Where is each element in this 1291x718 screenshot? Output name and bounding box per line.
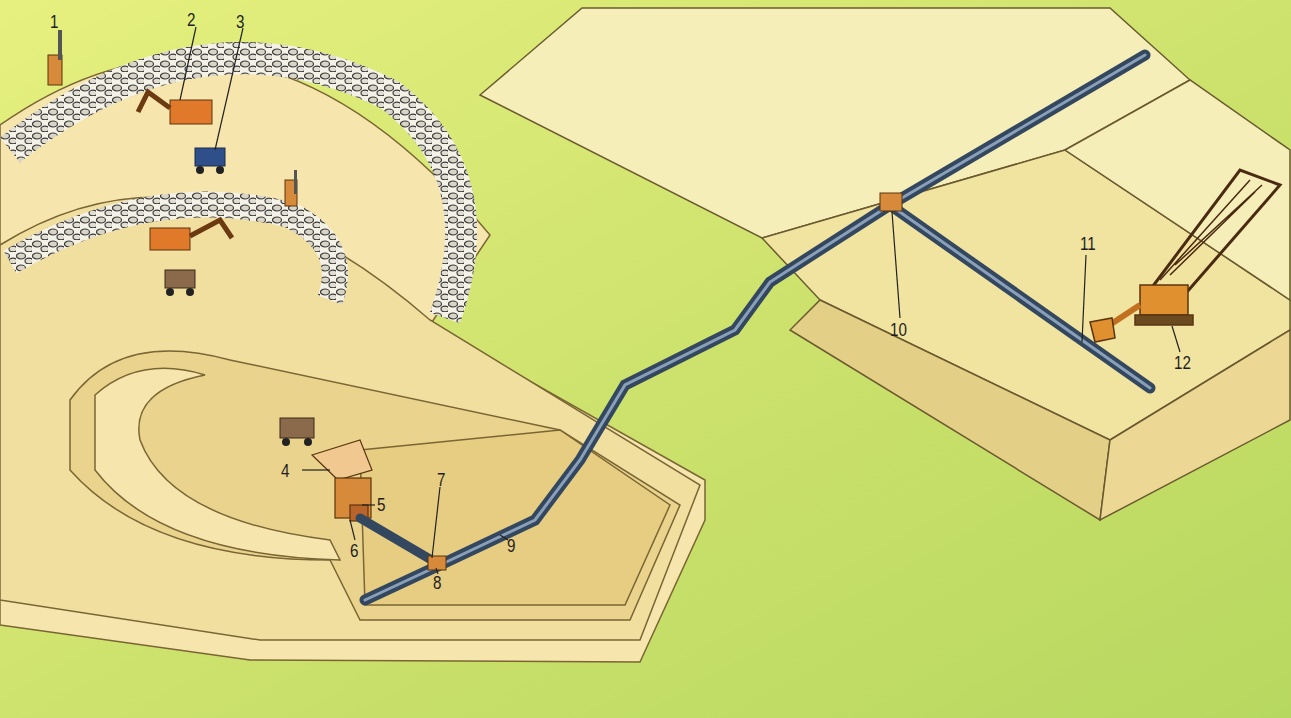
rock-bench xyxy=(10,58,461,318)
leader-line xyxy=(180,27,1180,574)
callout-number: 1 xyxy=(50,12,58,31)
callout-number: 6 xyxy=(350,541,358,560)
dragline xyxy=(1090,170,1280,342)
callout-number: 2 xyxy=(187,10,195,29)
crusher-hopper xyxy=(312,440,372,521)
callout-number: 3 xyxy=(236,12,244,31)
callout-number: 7 xyxy=(437,470,445,489)
callout-number: 9 xyxy=(507,536,515,555)
transfer-station xyxy=(428,556,446,570)
dump-truck xyxy=(165,148,314,446)
drill-rig xyxy=(48,30,297,206)
callout-number: 11 xyxy=(1080,234,1096,253)
rock-bench xyxy=(10,205,335,300)
callout-number: 8 xyxy=(433,573,441,592)
open-pit xyxy=(0,58,705,662)
transfer-station xyxy=(880,193,902,211)
conveyor xyxy=(360,55,1150,600)
excavator xyxy=(138,92,232,250)
callout-number: 4 xyxy=(281,461,289,480)
callout-number: 12 xyxy=(1174,353,1191,372)
callout-number: 10 xyxy=(890,320,907,339)
callout-number: 5 xyxy=(377,495,385,514)
